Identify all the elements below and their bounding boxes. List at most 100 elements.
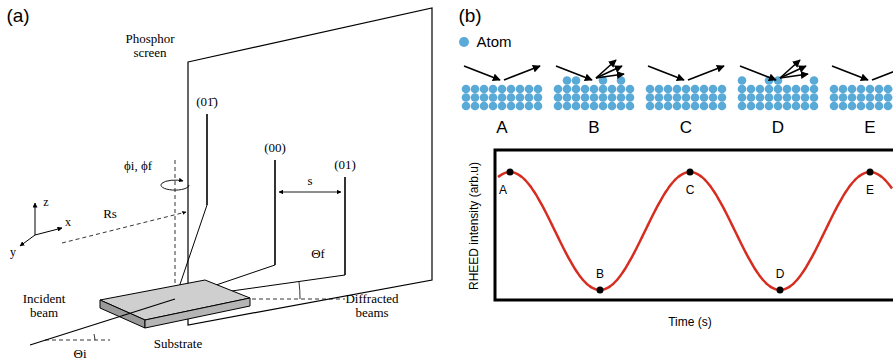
atom [498, 93, 507, 102]
point-label: B [596, 268, 604, 281]
atom [534, 85, 543, 94]
point-label: C [686, 184, 695, 197]
distance-label: Rs [103, 207, 117, 221]
atom [563, 93, 572, 102]
atom [498, 102, 507, 111]
atom [608, 102, 617, 111]
dimension-arrow [279, 192, 341, 193]
stage-letter: B [588, 119, 599, 137]
atom [884, 102, 893, 111]
atom [462, 93, 471, 102]
axis-label: z [43, 196, 48, 209]
atom [738, 93, 747, 102]
atom [626, 93, 635, 102]
atom [673, 85, 682, 94]
angle-label: ϕi, ϕf [124, 159, 152, 173]
data-point [687, 169, 694, 176]
atom [830, 93, 839, 102]
atom [471, 93, 480, 102]
atom [599, 85, 608, 94]
atom [581, 102, 590, 111]
atom [572, 102, 581, 111]
data-point [507, 169, 514, 176]
atom [810, 76, 819, 85]
atom [765, 93, 774, 102]
atom [765, 85, 774, 94]
streak-index: (00) [264, 141, 286, 155]
atom [884, 93, 893, 102]
atom [884, 85, 893, 94]
axis-title: Time (s) [668, 316, 712, 329]
stage-letter: D [772, 119, 784, 137]
atom [718, 93, 727, 102]
atom [581, 93, 590, 102]
stage-letter: E [864, 119, 875, 137]
atom [646, 85, 655, 94]
atom [774, 85, 783, 94]
stage-letter: A [496, 119, 507, 137]
plot-frame [495, 150, 893, 300]
atom [783, 85, 792, 94]
atom [673, 102, 682, 111]
atom [700, 102, 709, 111]
axis-label: x [65, 216, 71, 229]
axis [20, 235, 35, 246]
atom [857, 85, 866, 94]
atom [756, 85, 765, 94]
atom [747, 102, 756, 111]
dimension: s [307, 174, 312, 188]
atom [664, 93, 673, 102]
atom [507, 85, 516, 94]
electron-arrow [464, 66, 500, 80]
atom [875, 85, 884, 94]
angle-label: Θf [311, 247, 325, 261]
atom [599, 102, 608, 111]
rotation-arrow [161, 180, 189, 190]
atom [774, 102, 783, 111]
intensity-curve [498, 172, 892, 290]
atom [617, 93, 626, 102]
atom [617, 85, 626, 94]
atom [839, 102, 848, 111]
atom-symbol [459, 37, 469, 47]
substrate [145, 298, 250, 328]
atom [534, 102, 543, 111]
atom [848, 93, 857, 102]
streak [206, 114, 208, 205]
atom [608, 85, 617, 94]
atom [646, 102, 655, 111]
atom [783, 93, 792, 102]
atom [516, 102, 525, 111]
atom [830, 85, 839, 94]
atom [581, 85, 590, 94]
atom [682, 93, 691, 102]
electron-arrow [648, 66, 684, 80]
atom [682, 85, 691, 94]
atom [471, 85, 480, 94]
atom [709, 102, 718, 111]
atom [700, 85, 709, 94]
axis-title: RHEED intensity (arb.u) [468, 162, 481, 290]
atom [866, 102, 875, 111]
atom [617, 102, 626, 111]
atom [801, 85, 810, 94]
atom [875, 93, 884, 102]
atom [471, 102, 480, 111]
streak-index: (01) [334, 158, 356, 172]
streak-index: (01̄) [196, 95, 218, 109]
atom [525, 93, 534, 102]
part-name: Substrate [154, 337, 202, 351]
atom [747, 93, 756, 102]
reference-line [45, 340, 110, 341]
atom [664, 85, 673, 94]
electron-arrow [872, 66, 893, 80]
electron-arrow [780, 74, 808, 78]
atom [691, 85, 700, 94]
atom [718, 102, 727, 111]
part-name: Phosphor screen [118, 32, 182, 59]
atom [848, 102, 857, 111]
atom [810, 93, 819, 102]
point-label: E [866, 184, 874, 197]
surface-illustration [462, 60, 893, 110]
